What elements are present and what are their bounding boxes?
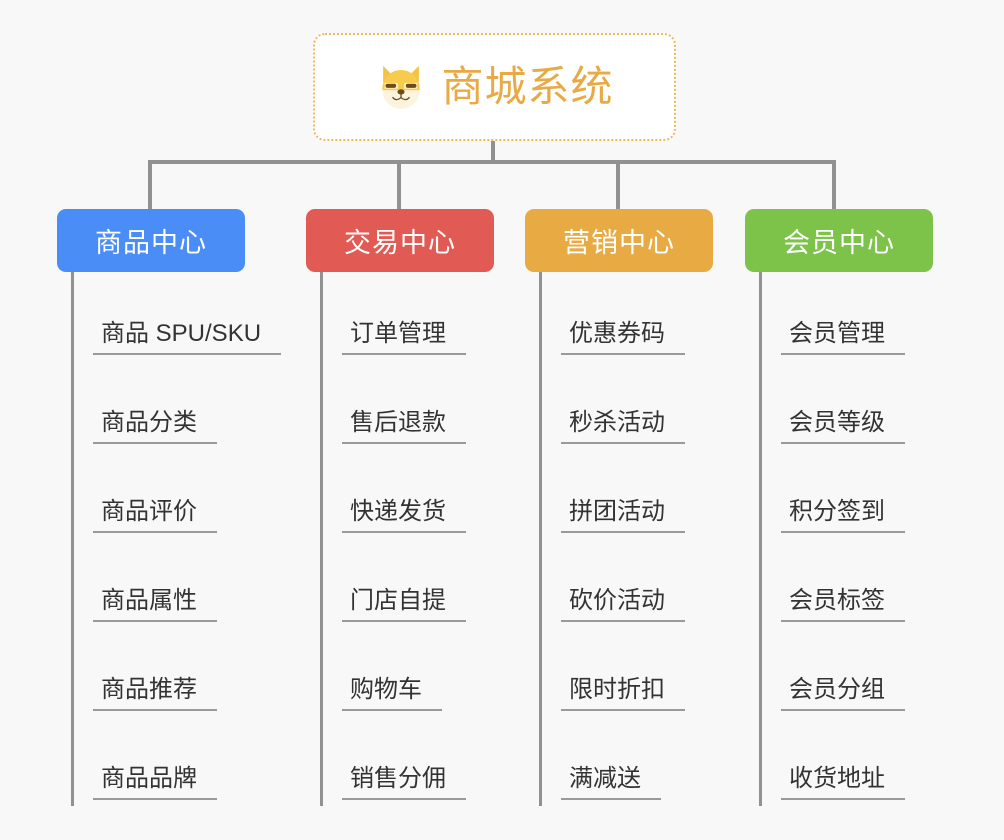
leaf-label: 收货地址 [781,765,905,800]
leaf-label: 拼团活动 [561,498,685,533]
leaf-label: 门店自提 [342,587,466,622]
connector-horizontal-bus [148,160,836,164]
leaf-item[interactable]: 商品品牌 [71,717,245,806]
leaf-label: 商品品牌 [93,765,217,800]
branch-spine-1 [71,272,74,806]
leaf-label: 订单管理 [342,320,466,355]
branch-header-label-1: 商品中心 [95,228,207,258]
connector-drop-4 [832,160,836,210]
leaf-item[interactable]: 会员标签 [759,539,933,628]
leaf-label: 会员分组 [781,676,905,711]
leaf-item[interactable]: 售后退款 [320,361,494,450]
leaf-item[interactable]: 拼团活动 [539,450,713,539]
leaf-label: 销售分佣 [342,765,466,800]
branch-header-2[interactable]: 交易中心 [306,209,494,272]
branch-column-2: 交易中心 订单管理 售后退款 快递发货 门店自提 购物车 销售分佣 [306,209,494,806]
branch-header-4[interactable]: 会员中心 [745,209,933,272]
leaf-label: 会员管理 [781,320,905,355]
leaf-label: 会员等级 [781,409,905,444]
branch-header-label-3: 营销中心 [563,228,675,258]
leaf-label: 商品 SPU/SKU [93,320,282,355]
leaf-item[interactable]: 商品分类 [71,361,245,450]
leaf-item[interactable]: 限时折扣 [539,628,713,717]
branch-header-3[interactable]: 营销中心 [525,209,713,272]
leaf-label: 满减送 [561,765,661,800]
connector-root-stem [491,141,495,163]
leaf-item[interactable]: 会员分组 [759,628,933,717]
leaf-label: 积分签到 [781,498,905,533]
branch-items-2: 订单管理 售后退款 快递发货 门店自提 购物车 销售分佣 [320,272,494,806]
branch-items-1: 商品 SPU/SKU 商品分类 商品评价 商品属性 商品推荐 商品品牌 [71,272,282,806]
branch-spine-3 [539,272,542,806]
branch-header-label-4: 会员中心 [783,228,895,258]
leaf-label: 商品评价 [93,498,217,533]
branch-column-3: 营销中心 优惠券码 秒杀活动 拼团活动 砍价活动 限时折扣 满减送 [525,209,713,806]
leaf-item[interactable]: 快递发货 [320,450,494,539]
leaf-item[interactable]: 订单管理 [320,272,494,361]
branch-spine-2 [320,272,323,806]
leaf-item[interactable]: 商品评价 [71,450,245,539]
leaf-item[interactable]: 收货地址 [759,717,933,806]
leaf-item[interactable]: 优惠券码 [539,272,713,361]
leaf-item[interactable]: 会员等级 [759,361,933,450]
leaf-item[interactable]: 商品推荐 [71,628,245,717]
leaf-item[interactable]: 满减送 [539,717,713,806]
root-node[interactable]: 商城系统 [313,33,676,141]
leaf-label: 售后退款 [342,409,466,444]
leaf-label: 限时折扣 [561,676,685,711]
connector-drop-3 [616,160,620,210]
leaf-item[interactable]: 砍价活动 [539,539,713,628]
leaf-label: 秒杀活动 [561,409,685,444]
connector-drop-1 [148,160,152,210]
leaf-item[interactable]: 秒杀活动 [539,361,713,450]
branch-items-4: 会员管理 会员等级 积分签到 会员标签 会员分组 收货地址 [759,272,933,806]
branch-column-4: 会员中心 会员管理 会员等级 积分签到 会员标签 会员分组 收货地址 [745,209,933,806]
leaf-item[interactable]: 商品属性 [71,539,245,628]
leaf-label: 商品分类 [93,409,217,444]
leaf-label: 购物车 [342,676,442,711]
root-title: 商城系统 [441,63,614,110]
branch-header-label-2: 交易中心 [344,228,456,258]
leaf-label: 商品属性 [93,587,217,622]
connector-drop-2 [397,160,401,210]
branch-header-1[interactable]: 商品中心 [57,209,245,272]
leaf-label: 砍价活动 [561,587,685,622]
leaf-item[interactable]: 购物车 [320,628,494,717]
leaf-item[interactable]: 会员管理 [759,272,933,361]
leaf-item[interactable]: 销售分佣 [320,717,494,806]
leaf-item[interactable]: 商品 SPU/SKU [71,272,282,361]
dog-face-emoji [375,61,427,113]
leaf-label: 会员标签 [781,587,905,622]
leaf-item[interactable]: 积分签到 [759,450,933,539]
leaf-label: 快递发货 [342,498,466,533]
leaf-label: 商品推荐 [93,676,217,711]
branch-spine-4 [759,272,762,806]
branch-items-3: 优惠券码 秒杀活动 拼团活动 砍价活动 限时折扣 满减送 [539,272,713,806]
leaf-label: 优惠券码 [561,320,685,355]
branch-column-1: 商品中心 商品 SPU/SKU 商品分类 商品评价 商品属性 商品推荐 商品品牌 [57,209,282,806]
leaf-item[interactable]: 门店自提 [320,539,494,628]
